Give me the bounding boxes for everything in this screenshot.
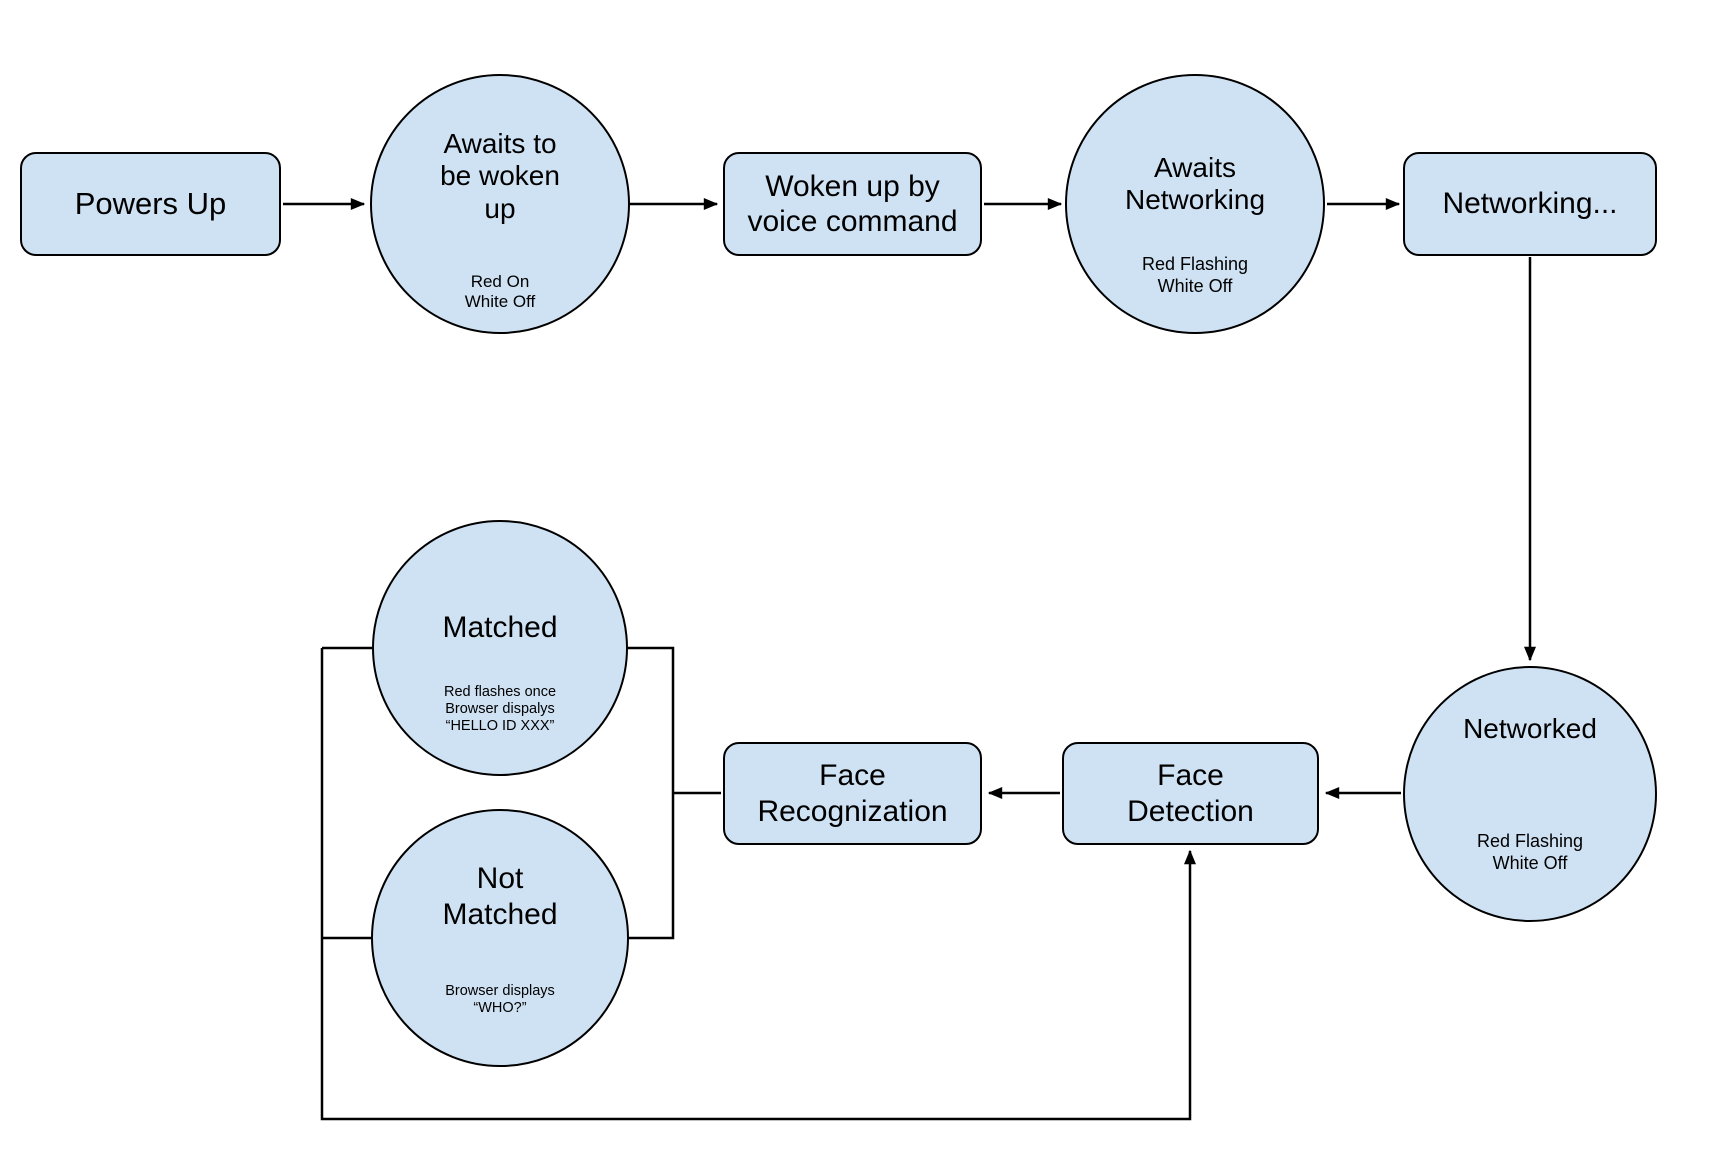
node-matched-label: Matched <box>442 611 558 644</box>
node-powers-up-label: Powers Up <box>74 185 227 221</box>
node-face-detection-label: Face Detection <box>1127 759 1254 828</box>
node-not-matched: Not Matched Browser displays “WHO?” <box>371 809 629 1067</box>
node-face-recognization: Face Recognization <box>723 742 982 845</box>
node-face-recognization-label: Face Recognization <box>757 759 948 828</box>
node-awaits-networking-subtext: Red Flashing White Off <box>1141 254 1249 296</box>
node-powers-up: Powers Up <box>20 152 281 256</box>
node-networked-label: Networked <box>1463 713 1597 744</box>
node-not-matched-label: Not Matched <box>442 862 558 931</box>
node-woken-up-label: Woken up by voice command <box>747 169 958 238</box>
node-face-detection: Face Detection <box>1062 742 1319 845</box>
node-networking-label: Networking... <box>1442 187 1618 221</box>
node-awaits-wake-label: Awaits to be woken up <box>440 128 560 224</box>
node-networked-subtext: Red Flashing White Off <box>1476 831 1584 873</box>
node-matched-subtext: Red flashes once Browser dispalys “HELLO… <box>443 684 557 734</box>
node-woken-up: Woken up by voice command <box>723 152 982 256</box>
node-not-matched-subtext: Browser displays “WHO?” <box>445 983 555 1016</box>
node-awaits-networking: Awaits Networking Red Flashing White Off <box>1065 74 1325 334</box>
node-networked: Networked Red Flashing White Off <box>1403 666 1657 922</box>
node-awaits-wake-subtext: Red On White Off <box>464 272 536 312</box>
node-awaits-wake: Awaits to be woken up Red On White Off <box>370 74 630 334</box>
node-networking: Networking... <box>1403 152 1657 256</box>
node-matched: Matched Red flashes once Browser dispaly… <box>372 520 628 776</box>
edge-loop-to-face-detection <box>320 648 1196 1121</box>
node-awaits-networking-label: Awaits Networking <box>1124 152 1266 216</box>
